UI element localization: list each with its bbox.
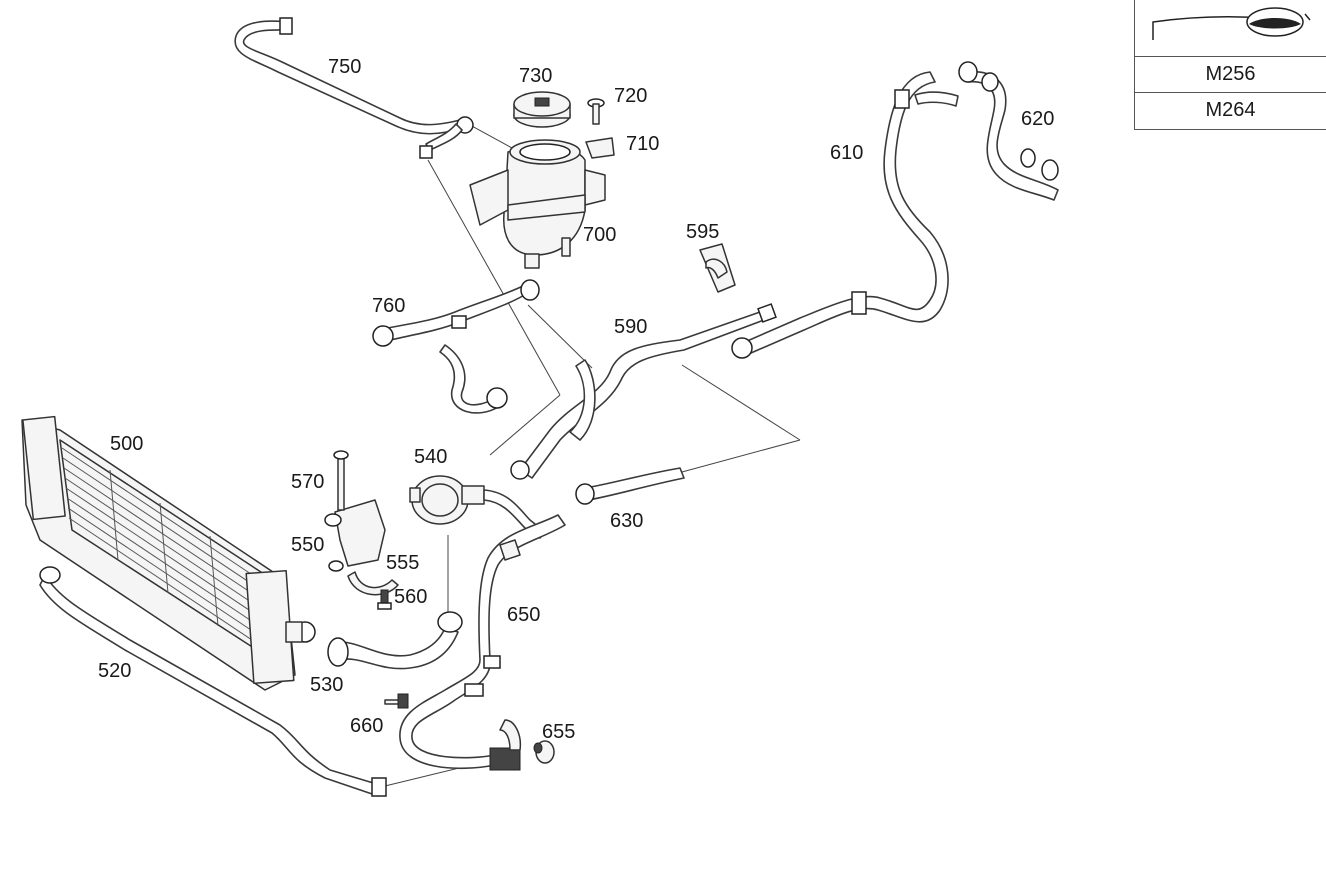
clamp-555 [347,571,399,596]
connector-650-end [489,719,522,771]
callout-760: 760 [372,295,405,317]
engine-cover-icon [1152,7,1311,40]
engine-variant-icon [1135,0,1326,57]
callout-730: 730 [519,65,552,87]
callout-650: 650 [507,604,540,626]
hose-620 [958,61,1059,201]
callout-595: 595 [686,221,719,243]
callout-720: 720 [614,85,647,107]
hose-590 [510,303,777,480]
bolt-570 [333,450,349,511]
callout-630: 630 [610,510,643,532]
callout-620: 620 [1021,108,1054,130]
callout-labels: 500 520 530 540 550 555 560 570 590 595 … [98,56,1054,743]
screw-720 [587,98,605,125]
hose-530 [327,611,463,670]
engine-variant-legend: M256 M264 [1134,0,1326,130]
hose-650 [399,514,566,770]
cap-655 [533,740,555,764]
callout-750: 750 [328,56,361,78]
hose-630 [575,467,685,505]
hose-520 [39,566,387,797]
callout-500: 500 [110,433,143,455]
variant-row-m264: M264 [1205,99,1256,121]
expansion-tank-700 [469,139,606,269]
line-750 [234,17,474,159]
clip-595 [699,243,736,293]
callout-550: 550 [291,534,324,556]
bracket-550 [324,499,386,572]
callout-555: 555 [386,552,419,574]
radiator-fins [61,447,280,659]
callout-570: 570 [291,471,324,493]
callout-540: 540 [414,446,447,468]
radiator-500 [21,415,316,691]
leader-lines [384,124,801,787]
callout-655: 655 [542,721,575,743]
cap-730 [513,91,571,128]
callout-560: 560 [394,586,427,608]
callout-710: 710 [626,133,659,155]
callout-530: 530 [310,674,343,696]
clip-710 [585,137,615,159]
callout-700: 700 [583,224,616,246]
bolt-660 [384,693,409,709]
callout-660: 660 [350,715,383,737]
callout-590: 590 [614,316,647,338]
hose-610 [731,71,959,359]
variant-row-m256: M256 [1135,57,1326,93]
callout-520: 520 [98,660,131,682]
hose-760 [372,279,540,414]
bolt-560 [377,589,392,610]
callout-610: 610 [830,142,863,164]
